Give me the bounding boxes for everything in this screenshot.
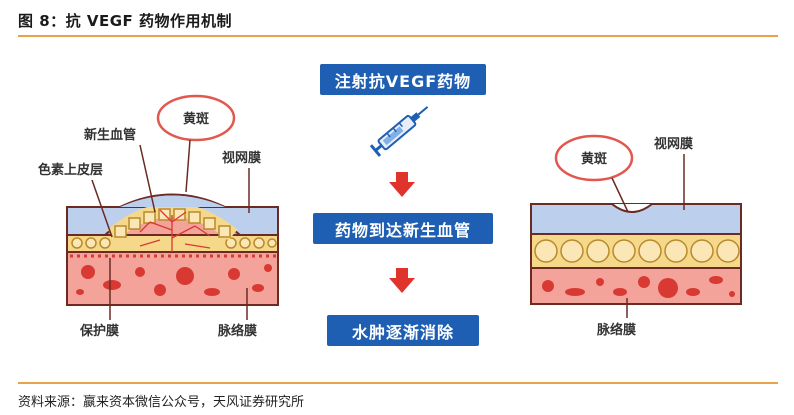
right-choroid-layer	[530, 267, 742, 305]
left-rpe-cells	[71, 237, 277, 249]
right-macula-ring	[554, 134, 634, 182]
label-choroid-left: 脉络膜	[217, 323, 257, 339]
right-choroid-vessels	[542, 276, 735, 298]
left-neovessels	[139, 209, 211, 252]
label-bruch: 保护膜	[79, 323, 119, 339]
right-macula-label: 黄斑	[581, 151, 607, 167]
left-retina-bulge	[120, 195, 225, 207]
figure-title: 图 8：抗 VEGF 药物作用机制	[18, 12, 233, 30]
left-macula-pointer	[185, 139, 191, 193]
right-macula-pointer	[611, 177, 629, 213]
label-retina-left: 视网膜	[222, 150, 261, 166]
right-fovea-dip	[611, 203, 653, 213]
left-choroid-vessels	[76, 264, 272, 296]
syringe-icon	[369, 106, 429, 157]
left-macula-ring	[156, 94, 236, 142]
label-retina-right: 视网膜	[654, 136, 693, 152]
step-inject: 注射抗VEGF药物	[320, 64, 486, 95]
right-rpe-cells	[534, 239, 740, 263]
down-arrow-icon-2	[389, 268, 415, 293]
left-eye-cross-section	[66, 193, 279, 306]
right-eye-cross-section	[530, 203, 742, 305]
label-neovessel: 新生血管	[84, 127, 136, 143]
step-reach-vessels: 药物到达新生血管	[313, 213, 493, 244]
neovessel-pointer	[139, 144, 156, 213]
label-rpe: 色素上皮层	[38, 162, 103, 178]
step-edema-resolve: 水肿逐渐消除	[327, 315, 479, 346]
down-arrow-icon-1	[389, 172, 415, 197]
left-retina-bulge-line	[67, 193, 278, 208]
left-rpe-arch	[107, 203, 238, 241]
left-choroid-layer	[66, 251, 279, 306]
title-divider	[18, 35, 778, 37]
source-note: 资料来源：嬴来资本微信公众号，天风证券研究所	[18, 395, 305, 410]
left-macula-label: 黄斑	[183, 111, 209, 127]
source-divider	[18, 382, 778, 384]
label-choroid-right: 脉络膜	[596, 322, 636, 338]
rpe-pointer	[91, 179, 113, 238]
